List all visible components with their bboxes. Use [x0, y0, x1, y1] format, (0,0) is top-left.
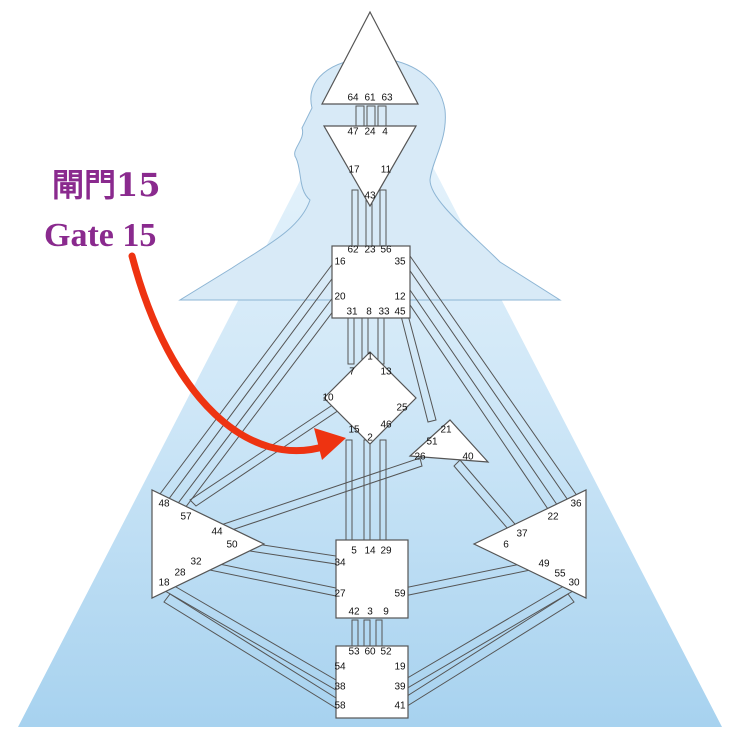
gate-62: 62	[347, 245, 359, 256]
heart-center	[408, 419, 490, 463]
gate-53: 53	[348, 647, 360, 658]
gate-46: 46	[380, 420, 392, 431]
gate-29: 29	[380, 546, 392, 557]
g-center	[323, 351, 417, 445]
gate-19: 19	[394, 662, 406, 673]
gate-24: 24	[364, 127, 376, 138]
gate-57: 57	[180, 512, 192, 523]
gate-9: 9	[383, 607, 389, 618]
gate-11: 11	[381, 165, 392, 176]
gate-34: 34	[334, 558, 346, 569]
gate-3: 3	[367, 607, 373, 618]
gate-54: 54	[334, 662, 346, 673]
gate-16: 16	[334, 257, 346, 268]
gate-63: 63	[381, 93, 393, 104]
annotation-label-english: Gate 15	[44, 217, 156, 254]
gate-49: 49	[538, 559, 550, 570]
gate-40: 40	[462, 452, 474, 463]
centers	[151, 10, 587, 719]
head-center	[321, 10, 419, 105]
gate-26: 26	[414, 452, 426, 463]
gate-47: 47	[347, 127, 359, 138]
gate-6: 6	[503, 540, 509, 551]
gate-51: 51	[426, 437, 438, 448]
gate-48: 48	[158, 499, 170, 510]
gate-5: 5	[351, 546, 357, 557]
spleen-center	[151, 489, 266, 599]
sacral-center	[335, 539, 409, 619]
gate-4: 4	[382, 127, 388, 138]
gate-23: 23	[364, 245, 376, 256]
gate-7: 7	[349, 367, 355, 378]
annotation-label-chinese: 閘門15	[52, 166, 161, 204]
gate-numbers: 64 61 63 47 24 4 17 11 43 62 23 56 16 35…	[158, 93, 582, 712]
gate-1: 1	[367, 352, 373, 363]
gate-35: 35	[394, 257, 406, 268]
gate-39: 39	[394, 682, 406, 693]
gate-59: 59	[394, 589, 406, 600]
gate-17: 17	[348, 165, 360, 176]
gate-12: 12	[394, 292, 406, 303]
gate-60: 60	[364, 647, 376, 658]
gate-36: 36	[570, 499, 582, 510]
gate-56: 56	[380, 245, 392, 256]
gate-61: 61	[364, 93, 376, 104]
gate-2: 2	[367, 433, 373, 444]
gate-31: 31	[346, 307, 358, 318]
gate-42: 42	[348, 607, 360, 618]
gate-14: 14	[364, 546, 376, 557]
gate-30: 30	[568, 578, 580, 589]
pointer-arrow	[128, 252, 330, 454]
gate-27: 27	[334, 589, 346, 600]
gate-45: 45	[394, 307, 406, 318]
gate-8: 8	[366, 307, 372, 318]
gate-38: 38	[334, 682, 346, 693]
arrowhead-icon	[314, 428, 346, 460]
gate-64: 64	[347, 93, 359, 104]
gate-15: 15	[348, 425, 360, 436]
gate-18: 18	[158, 578, 170, 589]
gate-28: 28	[174, 568, 186, 579]
gate-55: 55	[554, 569, 566, 580]
gate-44: 44	[211, 527, 223, 538]
throat-center	[331, 245, 411, 319]
gate-50: 50	[226, 540, 238, 551]
gate-20: 20	[334, 292, 346, 303]
gate-58: 58	[334, 701, 346, 712]
gate-13: 13	[380, 367, 392, 378]
gate-21: 21	[440, 425, 452, 436]
gate-41: 41	[394, 701, 406, 712]
gate-10: 10	[322, 393, 334, 404]
solar-plexus-center	[472, 489, 587, 599]
gate-32: 32	[190, 557, 202, 568]
gate-22: 22	[547, 512, 559, 523]
gate-33: 33	[378, 307, 390, 318]
gate-25: 25	[396, 403, 408, 414]
ajna-center	[322, 125, 418, 208]
gate-52: 52	[380, 647, 392, 658]
gate-37: 37	[516, 529, 528, 540]
gate-43: 43	[364, 191, 376, 202]
root-center	[335, 645, 409, 719]
